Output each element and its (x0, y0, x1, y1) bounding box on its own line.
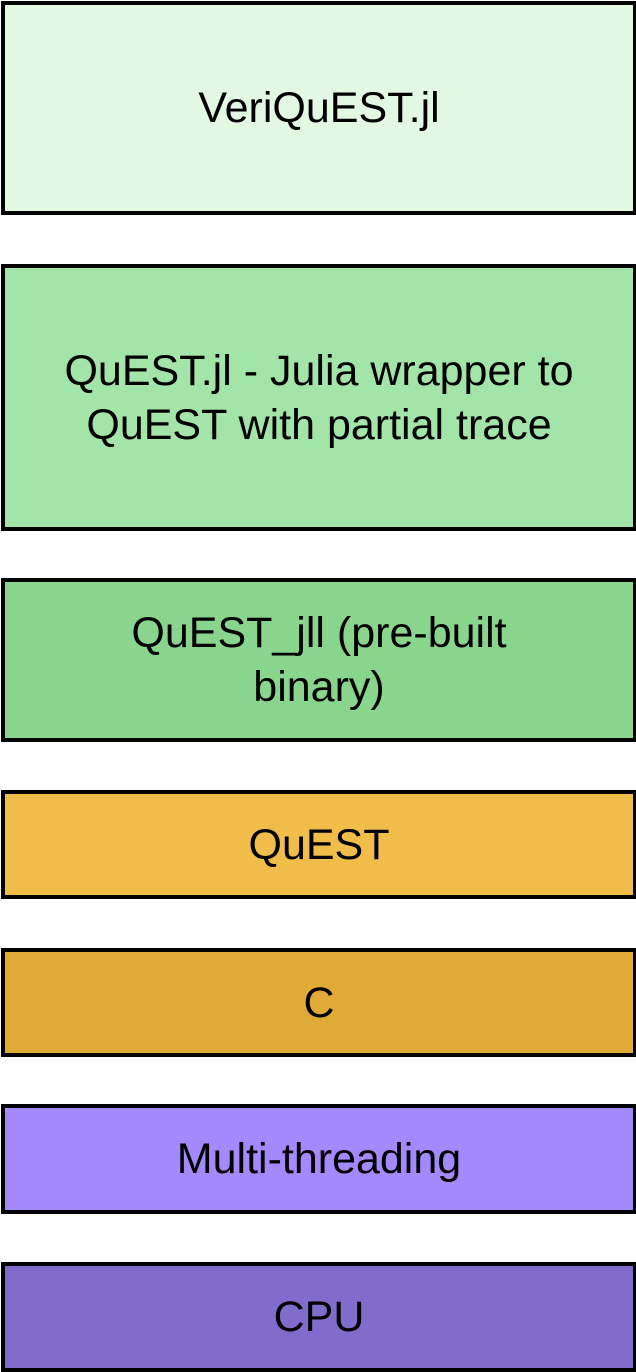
layer-quest-box: QuEST (1, 790, 636, 899)
layer-multithreading-label: Multi-threading (176, 1135, 462, 1183)
layer-questjl-label: QuEST.jl - Julia wrapper to QuEST with p… (64, 346, 574, 449)
layer-cpu-label: CPU (273, 1293, 365, 1341)
layer-questjll-box: QuEST_jll (pre-built binary) (1, 578, 636, 742)
layer-questjll-label: QuEST_jll (pre-built binary) (131, 609, 507, 711)
layer-c-box: C (1, 948, 636, 1057)
layer-questjl-box: QuEST.jl - Julia wrapper to QuEST with p… (1, 264, 636, 531)
layer-multithreading-box: Multi-threading (1, 1104, 636, 1214)
layer-quest-label: QuEST (248, 820, 390, 869)
layer-cpu-box: CPU (1, 1262, 636, 1372)
layer-veriquest-box: VeriQuEST.jl (1, 1, 636, 215)
layer-veriquest-label: VeriQuEST.jl (198, 84, 440, 132)
layer-c-label: C (303, 978, 335, 1027)
